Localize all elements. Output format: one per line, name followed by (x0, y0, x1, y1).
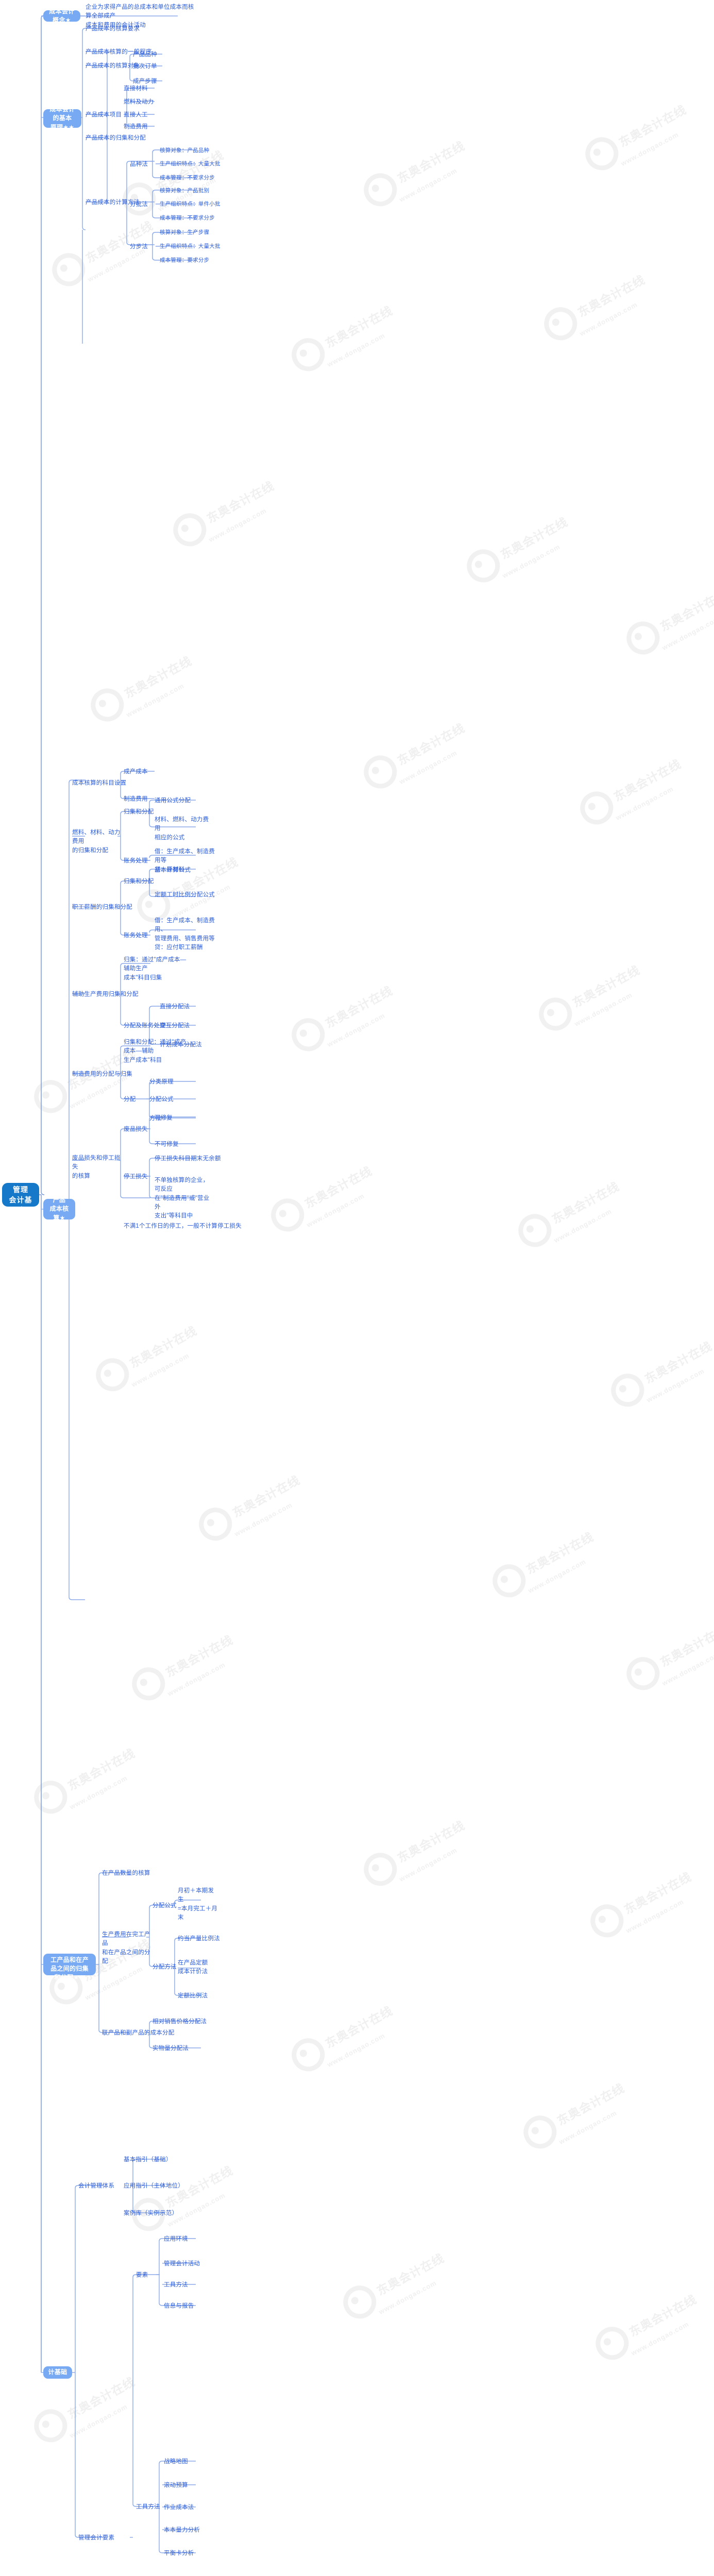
node-b2-c1[interactable]: 产品成本核算的一般程序 (86, 49, 152, 55)
node-b4-c1-g0-l0[interactable]: 月初＋本期发生 =本月完工＋月 末 (178, 1888, 218, 1921)
node-b2-c2-l0[interactable]: 产品品种 (133, 52, 157, 58)
leaf-b1-definition[interactable]: 企业为求得产品的总成本和单位成本而核算全部成产 成本和费用的会计活动 (86, 4, 194, 28)
node-b4-c2[interactable]: 联产品和副产品的成本分配 (102, 2030, 175, 2036)
node-b2-c3[interactable]: 产品成本项目 (86, 112, 122, 118)
branch-node-5[interactable]: 管理会计基础★★ (43, 2360, 72, 2385)
node-b3-c2-g0-l0[interactable]: 基本计算公式 (155, 867, 191, 873)
node-b3-c3-g1-l0[interactable]: 直接分配法 (160, 1004, 190, 1010)
node-b4-c1-g1-l0[interactable]: 约当产量比例法 (178, 1936, 220, 1942)
node-b3-c4-g1[interactable]: 分配 (124, 1096, 136, 1103)
node-b5-c1-g0-l3[interactable]: 信息与报告 (164, 2303, 194, 2309)
node-b3-c5-g1[interactable]: 停工损失 (124, 1174, 148, 1180)
node-b4-c1-g1-l2[interactable]: 定额比例法 (178, 1993, 208, 1999)
node-b2-method-0[interactable]: 品种法 (130, 161, 148, 167)
node-b2-method-1[interactable]: 分批法 (130, 201, 148, 208)
node-b2-c4[interactable]: 产品成本的归集和分配 (86, 135, 146, 141)
node-b2-c3-l1[interactable]: 燃料及动力 (124, 99, 154, 105)
node-b3-c2-g1[interactable]: 账务处理 (124, 933, 148, 939)
node-b2-method-2-l2[interactable]: 成本管理：要求分步 (160, 257, 210, 263)
node-b5-c0-l0[interactable]: 基本指引（基础） (124, 2157, 172, 2163)
node-b3-c1[interactable]: 燃料、材料、动力费用 的归集和分配 (72, 829, 121, 854)
node-b5-c1-g1-l2[interactable]: 作业成本法 (164, 2504, 194, 2511)
node-b2-method-1-l0[interactable]: 核算对象：产品批别 (160, 188, 210, 194)
node-b3-c5-g1-l0[interactable]: 停工损失科目期末无余额 (155, 1156, 221, 1162)
node-b3-c0-l0[interactable]: 成产成本 (124, 769, 148, 775)
node-b2-c0[interactable]: 产品成本的核算要求 (86, 26, 140, 32)
node-b3-c4-g1-l0[interactable]: 分类原理 (149, 1079, 174, 1085)
node-b5-c1-g0-l2[interactable]: 工具方法 (164, 2282, 188, 2288)
node-b3-c4-g1-l1[interactable]: 分配公式 (149, 1096, 174, 1103)
node-b3-c1-g0-l1[interactable]: 材料、燃料、动力费用 相应的公式 (155, 817, 209, 841)
node-b3-c1-g1-l0[interactable]: 借：生产成本、制造费用等 贷：原材料 (155, 849, 215, 873)
node-b3-c4-g0[interactable]: 归集和分配：通过"成产成本—辅助 生产成本"科目 (124, 1039, 186, 1063)
node-b3-c5-g1-l1[interactable]: 不单独核算的企业，可反应 在"制造费用"或"营业外 支出"等科目中 (155, 1177, 210, 1219)
node-b5-c1-g1-l4[interactable]: 平衡卡分析 (164, 2550, 194, 2556)
node-b2-method-0-l0[interactable]: 核算对象：产品品种 (160, 147, 210, 154)
node-b2-c2-l2[interactable]: 成产步骤 (133, 78, 157, 84)
node-b2-method-2-l1[interactable]: 生产组织特点：大量大批 (160, 243, 220, 249)
node-b5-c0[interactable]: 会计管理体系 (78, 2183, 115, 2189)
node-b3-c5-g0-l1[interactable]: 不可修复 (155, 1141, 179, 1147)
node-b5-c1-g0-l1[interactable]: 管理会计活动 (164, 2261, 200, 2267)
node-b5-c1-g1-l1[interactable]: 滚动预算 (164, 2482, 188, 2488)
node-b5-c1-g1[interactable]: 工具方法 (136, 2504, 160, 2510)
node-b2-method-2[interactable]: 分步法 (130, 244, 148, 250)
node-b3-c3[interactable]: 辅助生产费用归集和分配 (72, 991, 139, 997)
node-b5-c0-l2[interactable]: 案例库（实例示范） (124, 2210, 178, 2216)
root-node[interactable]: 成本与管理 会计基础 (2, 1175, 39, 1214)
node-b5-c1-g1-l0[interactable]: 战略地图 (164, 2459, 188, 2465)
node-b3-c3-g1-l1[interactable]: 交互分配法 (160, 1023, 190, 1029)
node-b3-c1-g0-l0[interactable]: 通用公式分配 (155, 798, 191, 804)
node-b3-c2-g1-l0[interactable]: 借：生产成本、制造费用、 管理费用、销售费用等 贷：应付职工薪酬 (155, 918, 215, 951)
branch-node-1[interactable]: 成本会计概念★ (43, 8, 80, 24)
node-b3-c1-g0[interactable]: 归集和分配 (124, 809, 154, 815)
node-b3-c2-g0[interactable]: 归集和分配 (124, 878, 154, 885)
node-b4-c0[interactable]: 在产品数量的核算 (102, 1870, 150, 1876)
node-b3-c4[interactable]: 制造费用的分配与归集 (72, 1071, 132, 1077)
node-b2-c2-l1[interactable]: 批次订单 (133, 63, 157, 70)
branch-node-4[interactable]: 生产费用在完工产品和在产 品之间的归集和分配★★ (43, 1947, 96, 1981)
node-b3-c5[interactable]: 废品损失和停工损失 的核算 (72, 1155, 121, 1179)
node-b4-c2-l0[interactable]: 相对销售价格分配法 (152, 2019, 207, 2025)
node-b4-c1-g1[interactable]: 分配方法 (152, 1964, 177, 1970)
node-b2-c2[interactable]: 产品成本的核算对象 (86, 63, 140, 69)
node-b3-c3-g1[interactable]: 分配及账务处理 (124, 1023, 166, 1029)
node-b3-c0[interactable]: 成本核算的科目设置 (72, 780, 127, 786)
node-b4-c1-g1-l1[interactable]: 在产品定额 成本计价法 (178, 1960, 208, 1975)
node-b3-c5-g2[interactable]: 不满1个工作日的停工，一般不计算停工损失 (124, 1223, 242, 1229)
node-b3-c3-g1-l2[interactable]: 计划成本分配法 (160, 1042, 202, 1048)
node-b2-method-0-l1[interactable]: 生产组织特点：大量大批 (160, 161, 220, 167)
node-b5-c1-g0[interactable]: 要素 (136, 2272, 148, 2278)
node-b5-c1-g0-l0[interactable]: 应用环境 (164, 2236, 188, 2242)
branch-node-2[interactable]: 成本会计的基本 原理★★ (43, 106, 81, 131)
node-b2-method-1-l2[interactable]: 成本管理：不要求分步 (160, 215, 215, 221)
node-b2-c3-l0[interactable]: 直接材料 (124, 86, 148, 92)
node-b3-c3-g0[interactable]: 归集：通过"成产成本—辅助生产 成本"科目归集 (124, 957, 186, 981)
node-b3-c5-g0[interactable]: 废品损失 (124, 1126, 148, 1132)
node-b3-c0-l1[interactable]: 制造费用 (124, 796, 148, 802)
node-b4-c1[interactable]: 生产费用在完工产品 和在产品之间的分配 (102, 1931, 150, 1964)
node-b2-method-1-l1[interactable]: 生产组织特点：单件小批 (160, 201, 220, 207)
node-b3-c2-g0-l1[interactable]: 定额工时比例分配公式 (155, 892, 215, 898)
node-b5-c1-g1-l3[interactable]: 本本量力分析 (164, 2527, 200, 2533)
node-b2-method-2-l0[interactable]: 核算对象：生产步骤 (160, 229, 210, 235)
node-b3-c4-g1-l2[interactable]: 方法 (149, 1115, 162, 1122)
node-b2-method-0-l2[interactable]: 成本管理：不要求分步 (160, 175, 215, 181)
node-b3-c5-g0-l0[interactable]: 可修复 (155, 1115, 173, 1121)
node-b5-c1[interactable]: 管理会计要素 (78, 2535, 115, 2541)
node-b2-c5[interactable]: 产品成本的计算方法 (86, 199, 140, 206)
node-b4-c2-l1[interactable]: 实物量分配法 (152, 2045, 189, 2052)
node-b3-c2[interactable]: 职工薪酬的归集和分配 (72, 904, 132, 910)
node-b5-c0-l1[interactable]: 应用指引（主体地位） (124, 2183, 184, 2189)
node-b3-c1-g1[interactable]: 账务处理 (124, 858, 148, 864)
node-b4-c1-g0[interactable]: 分配公式 (152, 1903, 177, 1909)
node-b2-c3-l2[interactable]: 直接人工 (124, 112, 148, 118)
node-b2-c3-l3[interactable]: 制造费用 (124, 124, 148, 130)
branch-node-3[interactable]: 产品 成本核算★ (43, 1196, 75, 1222)
